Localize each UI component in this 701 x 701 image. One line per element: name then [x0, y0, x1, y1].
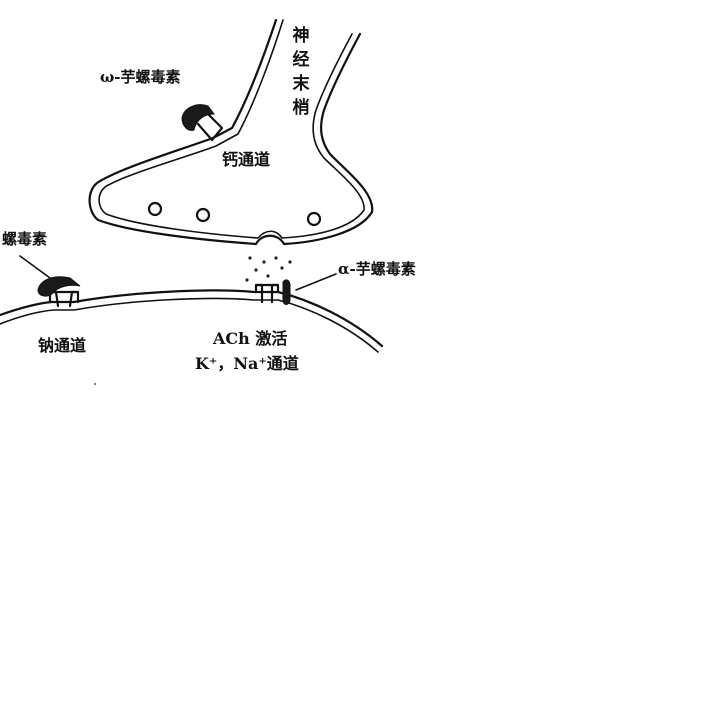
- sodium-channel-label: 钠通道: [38, 336, 87, 355]
- calcium-channel-label: 钙通道: [222, 150, 271, 169]
- conotoxin-left-pointer: [19, 255, 51, 279]
- postsynaptic-membrane: [0, 289, 384, 348]
- sodium-channel-shape: [48, 290, 80, 308]
- vesicle: [195, 207, 211, 223]
- ach-dot: [274, 256, 278, 260]
- k-na-channel-label: K⁺，Na⁺通道: [195, 354, 299, 373]
- alpha-conotoxin-label: α-芋螺毒素: [338, 260, 416, 278]
- ach-activated-label: ACh 激活: [213, 329, 288, 348]
- ach-dot: [245, 278, 249, 282]
- vesicle: [147, 201, 163, 217]
- sodium-conotoxin-shape: [37, 276, 81, 297]
- ach-dot: [254, 268, 258, 272]
- nerve-terminal-inner-wall: [98, 19, 365, 239]
- omega-conotoxin-label: ω-芋螺毒素: [100, 68, 181, 86]
- nerve-terminal-outer-wall: [88, 18, 374, 246]
- nerve-terminal-label: 神经末梢: [292, 26, 310, 118]
- alpha-conotoxin-pointer: [295, 273, 337, 291]
- vesicle: [306, 211, 322, 227]
- stray-mark: [94, 383, 96, 385]
- calcium-channel-shape: [196, 112, 224, 142]
- ach-dot: [288, 260, 292, 264]
- conotoxin-left-label: 螺毒素: [2, 230, 48, 248]
- ach-dot: [266, 274, 270, 278]
- alpha-conotoxin-shape: [282, 279, 291, 305]
- ach-dot: [262, 260, 266, 264]
- ach-dot: [280, 266, 284, 270]
- omega-conotoxin-shape: [181, 104, 215, 131]
- postsynaptic-membrane-inner: [0, 297, 379, 353]
- ach-dot: [248, 256, 252, 260]
